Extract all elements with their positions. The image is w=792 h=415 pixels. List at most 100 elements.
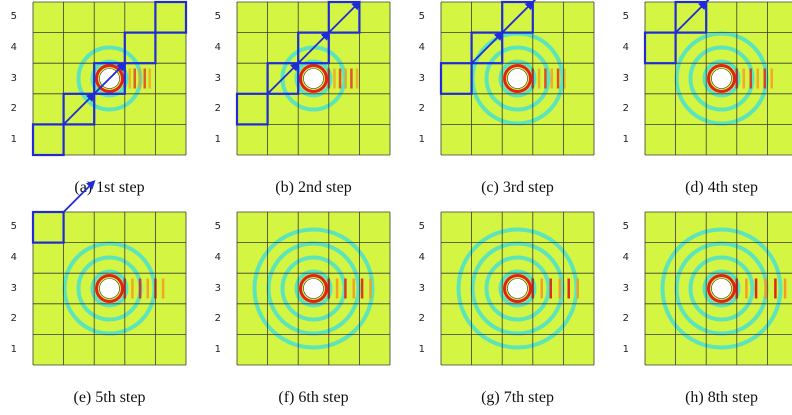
forward-scatter-band: [344, 68, 347, 89]
y-tick-label: 5: [622, 11, 629, 23]
sweep-arrow: [501, 0, 535, 34]
forward-scatter-band: [131, 278, 134, 299]
scatterer-halo: [299, 64, 328, 93]
forward-scatter-band: [369, 278, 372, 299]
scatterer-halo: [95, 274, 124, 303]
forward-scatter-band: [783, 278, 787, 299]
subfigure-caption: (b) 2nd step: [275, 179, 352, 196]
y-tick-label: 4: [214, 251, 221, 263]
sweep-arrow: [62, 92, 96, 126]
forward-scatter-band: [550, 68, 553, 89]
subdomain-box: [154, 0, 188, 34]
forward-scatter-band: [567, 278, 570, 299]
y-tick-label: 2: [418, 103, 425, 115]
forward-scatter-band: [360, 278, 364, 299]
y-tick-label: 3: [418, 282, 425, 294]
y-tick-label: 3: [622, 72, 629, 84]
forward-scatter-band: [350, 68, 353, 89]
wave-ring: [491, 52, 544, 105]
wave-ring: [470, 241, 565, 336]
forward-scatter-band: [128, 68, 131, 89]
scatterer-halo: [95, 64, 124, 93]
scatterer: [507, 278, 528, 299]
active-subdomains: [31, 0, 188, 157]
y-tick-label: 1: [622, 343, 629, 355]
y-tick-label: 2: [622, 103, 629, 115]
scatterer: [711, 68, 732, 89]
y-tick-label: 1: [214, 343, 221, 355]
y-tick-label: 3: [622, 282, 629, 294]
y-tick-label: 5: [10, 221, 17, 233]
y-tick-label: 4: [10, 251, 17, 263]
subdomain-box: [31, 123, 65, 157]
forward-scatter-band: [556, 68, 560, 89]
wave-field: [55, 234, 165, 343]
wave-ring: [653, 220, 790, 357]
wave-ring: [69, 38, 150, 119]
forward-scatter-band: [133, 68, 136, 89]
subfigure-caption: (h) 8th step: [685, 389, 758, 406]
grid-plot: [235, 0, 391, 156]
wave-ring: [90, 269, 129, 308]
forward-scatter-band: [146, 278, 149, 299]
grid-lines: [440, 211, 595, 366]
sweep-arrows: [62, 180, 96, 213]
grid-plot: [236, 211, 391, 366]
y-tick-label: 1: [418, 133, 425, 145]
y-tick-label: 1: [418, 343, 425, 355]
forward-scatter-band: [344, 278, 347, 299]
wave-ring: [681, 248, 762, 329]
wave-ring: [484, 45, 551, 112]
forward-scatter-band: [742, 68, 745, 89]
active-subdomains: [31, 210, 65, 244]
subdomain-box: [123, 31, 157, 65]
subdomain-box: [674, 0, 708, 34]
subfigure-caption: (c) 3rd step: [481, 179, 554, 196]
forward-scatter-band: [770, 68, 773, 89]
forward-scatter-band: [352, 278, 355, 299]
scatterer-halo: [503, 274, 532, 303]
forward-scatter-band: [749, 68, 752, 89]
wave-ring: [498, 269, 537, 308]
grid-plot: [439, 0, 595, 156]
y-tick-label: 2: [10, 103, 17, 115]
wave-field: [456, 227, 579, 350]
y-tick-label: 1: [214, 133, 221, 145]
y-tick-label: 5: [10, 11, 17, 23]
forward-scatter-band: [576, 278, 579, 299]
y-tick-label: 1: [10, 133, 17, 145]
grid-lines: [236, 211, 391, 366]
y-tick-label: 5: [418, 11, 425, 23]
forward-scatter-band: [563, 68, 566, 89]
y-tick-label: 3: [10, 72, 17, 84]
sweep-arrow: [93, 61, 127, 95]
y-tick-label: 4: [418, 251, 425, 263]
y-tick-label: 2: [214, 313, 221, 325]
forward-scatter-band: [558, 278, 561, 299]
scatterer: [99, 278, 120, 299]
subdomain-box: [62, 92, 96, 126]
forward-scatter-band: [764, 278, 767, 299]
forward-scatter-band: [537, 68, 541, 89]
subdomain-box: [501, 0, 534, 34]
active-subdomains: [235, 0, 361, 126]
wave-ring: [688, 45, 755, 112]
scatterer-halo: [299, 274, 328, 303]
forward-scatter-band: [143, 68, 146, 89]
subdomain-box: [93, 62, 126, 95]
subfigure-caption: (g) 7th step: [481, 389, 554, 406]
subdomain-box: [235, 92, 269, 126]
wave-ring: [681, 38, 762, 119]
subfigure-caption: (d) 4th step: [685, 179, 758, 196]
wave-field: [653, 220, 790, 357]
forward-scatter-band: [161, 278, 165, 299]
sweep-arrows: [674, 0, 710, 34]
wave-ring: [259, 234, 368, 343]
scatterer-halo: [707, 64, 736, 93]
wave-ring: [273, 248, 354, 329]
wave-ring: [688, 255, 755, 322]
y-tick-label: 4: [622, 251, 629, 263]
scatterer: [303, 68, 324, 89]
sweep-arrow: [297, 31, 331, 64]
wave-ring: [55, 234, 164, 343]
